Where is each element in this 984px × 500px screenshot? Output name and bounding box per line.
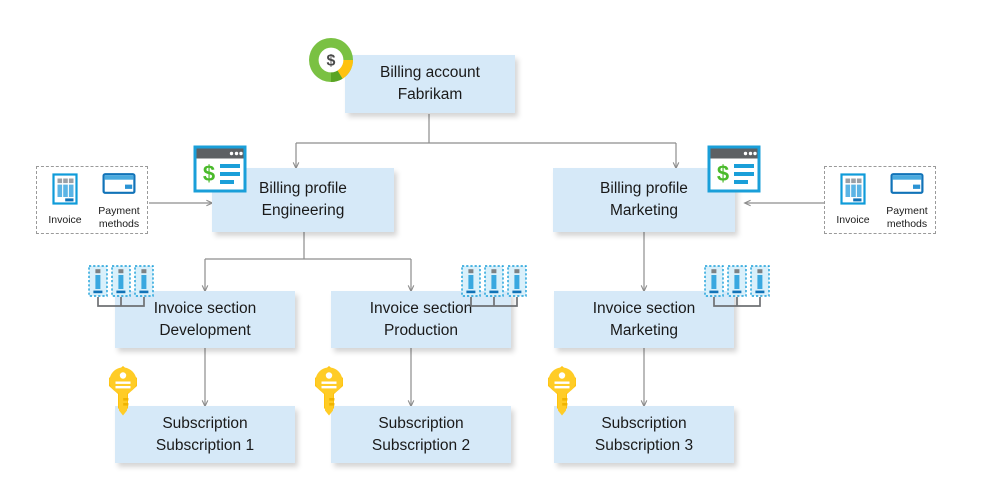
- group-item-invoice-left: Invoice: [43, 173, 87, 226]
- invoice-document-icon: [51, 173, 79, 210]
- billing-account-donut-dollar-icon: $: [305, 34, 357, 86]
- invoice-document-icon: [839, 173, 867, 210]
- svg-text:$: $: [203, 161, 215, 186]
- node-line-2: Development: [159, 321, 251, 339]
- node-billing-profile-marketing[interactable]: Billing profile Marketing: [553, 168, 735, 232]
- node-line-2: Fabrikam: [397, 86, 463, 103]
- svg-text:$: $: [327, 52, 336, 69]
- group-item-label: Payment methods: [98, 205, 140, 230]
- invoice-section-documents-icon: [704, 265, 772, 323]
- billing-profile-window-dollar-icon: $: [707, 145, 761, 193]
- node-line-2: Subscription 1: [155, 436, 255, 454]
- node-line-2: Subscription 2: [371, 436, 471, 454]
- node-subscription-3[interactable]: Subscription Subscription 3: [554, 406, 734, 463]
- node-invoice-section-marketing[interactable]: Invoice section Marketing: [554, 291, 734, 348]
- node-billing-account[interactable]: Billing account Fabrikam: [345, 55, 515, 113]
- node-line-1: Billing profile: [600, 180, 688, 197]
- group-item-payment-methods-left: Payment methods: [97, 170, 141, 230]
- subscription-key-icon: [543, 364, 581, 422]
- billing-profile-window-dollar-icon: $: [193, 145, 247, 193]
- node-line-2: Engineering: [261, 202, 345, 219]
- group-item-label: Payment methods: [886, 205, 928, 230]
- node-line-1: Billing profile: [259, 180, 347, 197]
- node-line-2: Production: [383, 321, 459, 339]
- group-item-label: Invoice: [836, 214, 870, 227]
- group-item-label: Invoice: [48, 214, 82, 227]
- node-line-2: Subscription 3: [594, 436, 694, 454]
- subscription-key-icon: [310, 364, 348, 422]
- payment-methods-card-icon: [102, 170, 136, 201]
- node-subscription-1[interactable]: Subscription Subscription 1: [115, 406, 295, 463]
- billing-profile-artifacts-right: Invoice Payment methods: [824, 166, 936, 234]
- group-item-invoice-right: Invoice: [831, 173, 875, 226]
- node-line-1: Subscription: [162, 414, 248, 432]
- payment-methods-card-icon: [890, 170, 924, 201]
- node-invoice-section-development[interactable]: Invoice section Development: [115, 291, 295, 348]
- node-line-2: Marketing: [609, 202, 679, 219]
- group-item-payment-methods-right: Payment methods: [885, 170, 929, 230]
- node-subscription-2[interactable]: Subscription Subscription 2: [331, 406, 511, 463]
- node-line-1: Subscription: [601, 414, 687, 432]
- node-line-1: Invoice section: [153, 299, 257, 317]
- invoice-section-documents-icon: [88, 265, 156, 323]
- node-line-1: Invoice section: [592, 299, 696, 317]
- billing-profile-artifacts-left: Invoice Payment methods: [36, 166, 148, 234]
- invoice-section-documents-icon: [461, 265, 529, 323]
- svg-text:$: $: [717, 161, 729, 186]
- node-line-1: Invoice section: [369, 299, 473, 317]
- subscription-key-icon: [104, 364, 142, 422]
- node-line-1: Subscription: [378, 414, 464, 432]
- node-line-1: Billing account: [380, 64, 480, 81]
- node-line-2: Marketing: [609, 321, 679, 339]
- node-invoice-section-production[interactable]: Invoice section Production: [331, 291, 511, 348]
